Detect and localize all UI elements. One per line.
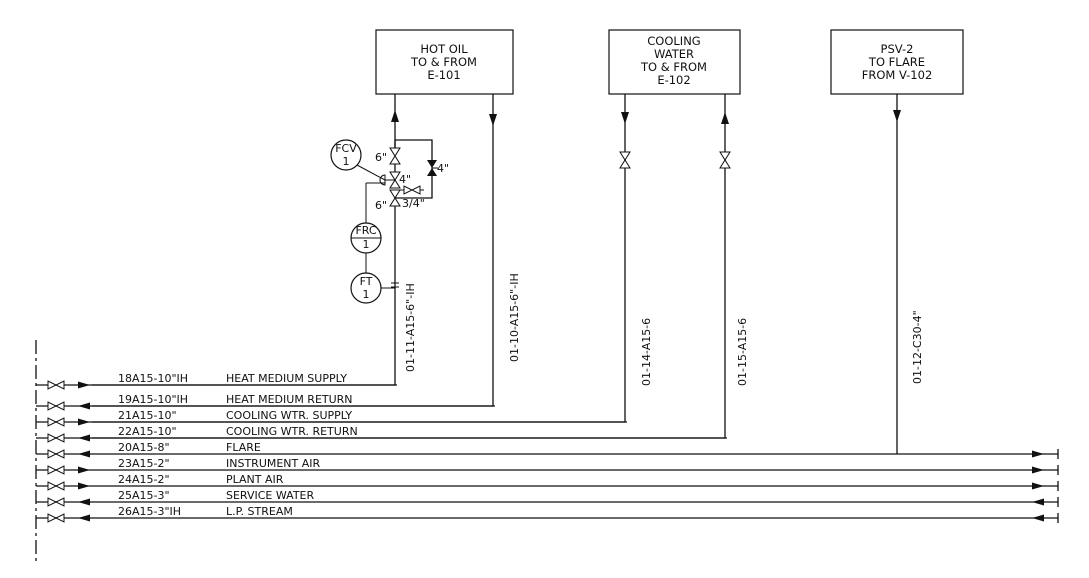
- flow-arrow-icon: [721, 112, 729, 124]
- branch-cooling-water-return: [92, 94, 729, 439]
- header-line-tag: 23A15-2": [118, 457, 170, 470]
- gate-valve-icon: [54, 401, 65, 411]
- header-service-label: HEAT MEDIUM SUPPLY: [226, 372, 347, 385]
- equipment-box-cooling-water: COOLING WATER TO & FROM E-102: [608, 29, 741, 95]
- instrument-number: 1: [363, 238, 370, 251]
- header-service-label: FLARE: [226, 441, 261, 454]
- flow-arrow-icon: [1032, 514, 1044, 522]
- gate-valve-icon: [54, 433, 65, 443]
- gate-valve-icon: [47, 401, 58, 411]
- instrument-fcv: FCV 1: [330, 139, 386, 181]
- orifice-connection: [381, 282, 399, 289]
- flow-arrow-icon: [78, 402, 90, 410]
- gate-valve-icon: [47, 513, 58, 523]
- flow-arrow-icon: [893, 110, 901, 122]
- gate-valve-icon: [54, 513, 65, 523]
- box-line: PSV-2: [881, 42, 914, 56]
- instrument-tag: FCV: [335, 142, 357, 155]
- gate-valve-icon: [54, 417, 65, 427]
- header-line-tag: 21A15-10": [118, 409, 177, 422]
- box-line: TO FLARE: [868, 55, 925, 69]
- equipment-box-hot-oil: HOT OIL TO & FROM E-101: [375, 29, 514, 95]
- gate-valve-icon: [47, 465, 58, 475]
- header-line-tag: 19A15-10"IH: [118, 393, 188, 406]
- line-number-label: 01-12-C30-4": [911, 310, 924, 384]
- gate-valve-icon: [47, 449, 58, 459]
- box-line: TO & FROM: [640, 60, 707, 74]
- header-service-label: COOLING WTR. SUPPLY: [226, 409, 352, 422]
- flow-arrow-icon: [489, 114, 497, 126]
- flow-arrow-icon: [391, 110, 399, 122]
- gate-valve-icon: [54, 380, 65, 390]
- flow-arrow-icon: [78, 450, 90, 458]
- box-line: E-102: [657, 73, 690, 87]
- flow-arrow-icon: [78, 466, 90, 474]
- gate-valve-icon: [47, 481, 58, 491]
- instrument-frc: FRC 1: [350, 222, 382, 254]
- header-line-tag: 25A15-3": [118, 489, 170, 502]
- flow-arrow-icon: [1032, 466, 1044, 474]
- flow-arrow-icon: [78, 498, 90, 506]
- box-line: COOLING: [647, 34, 700, 48]
- gate-valve-icon: [54, 465, 65, 475]
- header-line-tag: 18A15-10"IH: [118, 372, 188, 385]
- header-service-label: COOLING WTR. RETURN: [226, 425, 358, 438]
- header-lines: 18A15-10"IH HEAT MEDIUM SUPPLY 19A15-10"IH…: [36, 372, 1059, 523]
- header-service-label: SERVICE WATER: [226, 489, 314, 502]
- header-service-label: PLANT AIR: [226, 473, 284, 486]
- flow-arrow-icon: [78, 514, 90, 522]
- branch-hot-oil-return: [92, 94, 497, 407]
- flow-arrow-icon: [1032, 482, 1044, 490]
- gate-valve-icon: [47, 380, 58, 390]
- line-number-label: 01-10-A15-6"-IH: [508, 273, 521, 362]
- line-number-label: 01-15-A15-6: [736, 318, 749, 386]
- instrument-number: 1: [343, 155, 350, 168]
- gate-valve-icon: [54, 449, 65, 459]
- size-label: 4": [399, 173, 411, 186]
- flow-arrow-icon: [78, 482, 90, 490]
- flow-arrow-icon: [78, 434, 90, 442]
- gate-valve-icon: [47, 433, 58, 443]
- line-number-label: 01-14-A15-6: [640, 318, 653, 386]
- gate-valve-icon: [54, 481, 65, 491]
- header-line-tag: 24A15-2": [118, 473, 170, 486]
- instrument-tag: FRC: [355, 224, 376, 237]
- instrument-tag: FT: [360, 275, 373, 288]
- box-line: FROM V-102: [862, 68, 933, 82]
- size-label: 4": [437, 162, 449, 175]
- instrument-ft: FT 1: [350, 272, 382, 304]
- gate-valve-icon: [54, 497, 65, 507]
- header-line-tag: 26A15-3"IH: [118, 505, 181, 518]
- header-service-label: INSTRUMENT AIR: [226, 457, 321, 470]
- flow-arrow-icon: [1032, 498, 1044, 506]
- header-line-tag: 22A15-10": [118, 425, 177, 438]
- gate-valve-icon: [619, 151, 631, 169]
- header-service-label: L.P. STREAM: [226, 505, 293, 518]
- gate-valve-icon: [47, 497, 58, 507]
- header-line-tag: 20A15-8": [118, 441, 170, 454]
- box-line: WATER: [654, 47, 694, 61]
- flow-arrow-icon: [621, 112, 629, 124]
- equipment-box-psv: PSV-2 TO FLARE FROM V-102: [830, 29, 964, 95]
- header-service-label: HEAT MEDIUM RETURN: [226, 393, 353, 406]
- box-line: TO & FROM: [410, 55, 477, 69]
- box-line: HOT OIL: [420, 42, 468, 56]
- control-valve-station: 6" 4" 6" 4" 3/4": [375, 139, 449, 212]
- instrument-number: 1: [363, 288, 370, 301]
- line-number-label: 01-11-A15-6"-IH: [404, 283, 417, 372]
- flow-arrow-icon: [78, 381, 90, 389]
- flow-arrow-icon: [78, 418, 90, 426]
- size-label: 6": [375, 199, 387, 212]
- gate-valve-icon: [719, 151, 731, 169]
- gate-valve-icon: [47, 417, 58, 427]
- flow-arrow-icon: [1032, 450, 1044, 458]
- box-line: E-101: [427, 68, 460, 82]
- size-label: 6": [375, 151, 387, 164]
- branch-psv-flare: [893, 94, 901, 454]
- size-label: 3/4": [402, 197, 425, 210]
